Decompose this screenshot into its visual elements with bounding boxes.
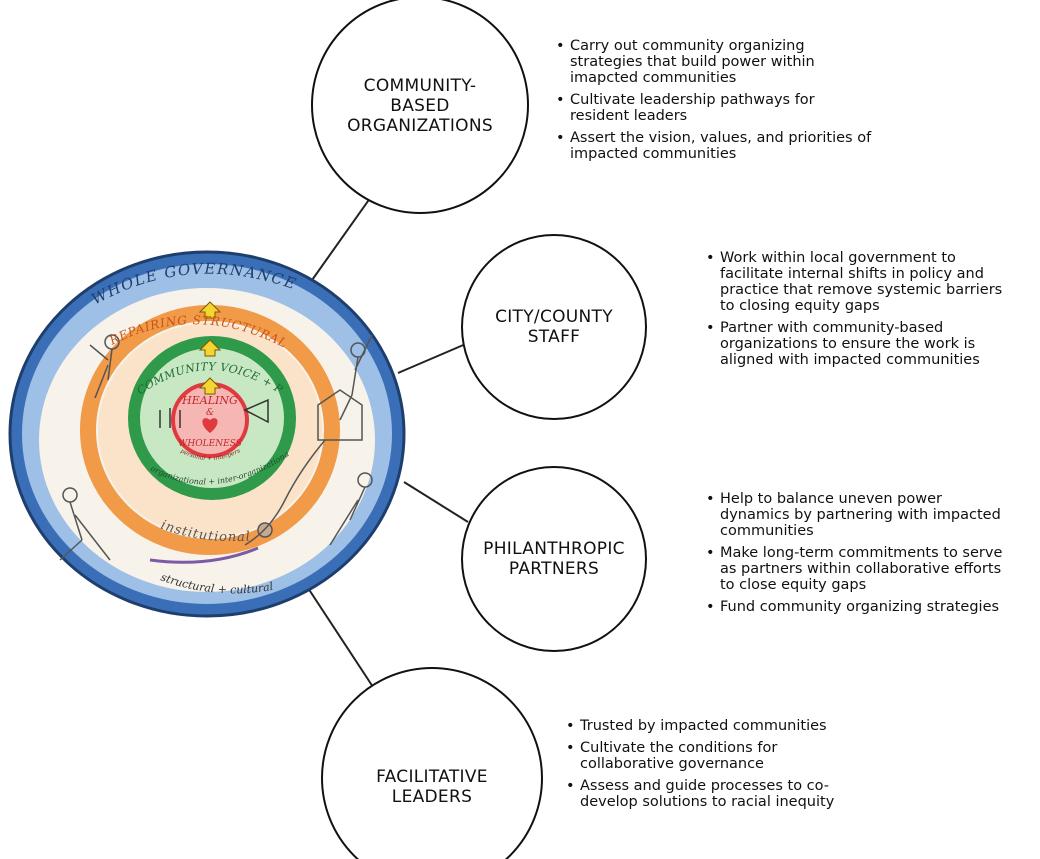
list-item: Make long-term commitments to serve as p… bbox=[706, 545, 1036, 593]
center-label-wholeness: WHOLENESS bbox=[178, 439, 242, 449]
list-item: Work within local government to facilita… bbox=[706, 250, 1031, 314]
list-item: Trusted by impacted communities bbox=[566, 718, 886, 734]
center-label-healing: HEALING bbox=[181, 394, 238, 407]
node-circle-facilitative bbox=[321, 667, 543, 859]
bullets-community: Carry out community organizing strategie… bbox=[556, 38, 916, 168]
node-circle-philanthropic bbox=[461, 466, 647, 652]
connector-facilitative bbox=[307, 587, 376, 691]
list-item: Carry out community organizing strategie… bbox=[556, 38, 916, 86]
list-item: Assert the vision, values, and prioritie… bbox=[556, 130, 916, 162]
bullets-city: Work within local government to facilita… bbox=[706, 250, 1031, 374]
heart-icon bbox=[202, 418, 218, 433]
node-label-facilitative: FACILITATIVE LEADERS bbox=[376, 767, 488, 807]
node-label-philanthropic: PHILANTHROPIC PARTNERS bbox=[483, 539, 625, 579]
node-circle-community bbox=[311, 0, 529, 214]
connector-philanthropic bbox=[403, 481, 469, 523]
bullets-philanthropic: Help to balance uneven power dynamics by… bbox=[706, 491, 1036, 621]
bullets-facilitative: Trusted by impacted communities Cultivat… bbox=[566, 718, 886, 816]
list-item: Cultivate the conditions for collaborati… bbox=[566, 740, 886, 772]
node-circle-city bbox=[461, 234, 647, 420]
hand-drawn-figures bbox=[59, 334, 373, 564]
list-item: Partner with community-based organizatio… bbox=[706, 320, 1031, 368]
list-item: Assess and guide processes to co- develo… bbox=[566, 778, 886, 810]
whole-governance-illustration: WHOLE GOVERNANCE REPAIRING STRUCTURAL HA… bbox=[0, 0, 406, 618]
up-arrow-icon bbox=[198, 339, 222, 357]
node-label-community: COMMUNITY- BASED ORGANIZATIONS bbox=[347, 76, 493, 136]
up-arrow-icon bbox=[198, 301, 222, 319]
list-item: Help to balance uneven power dynamics by… bbox=[706, 491, 1036, 539]
node-label-city: CITY/COUNTY STAFF bbox=[495, 307, 613, 347]
up-arrow-icon bbox=[198, 377, 222, 395]
connector-city bbox=[397, 342, 469, 374]
center-label-amp: & bbox=[206, 408, 214, 418]
list-item: Fund community organizing strategies bbox=[706, 599, 1036, 615]
list-item: Cultivate leadership pathways for reside… bbox=[556, 92, 916, 124]
